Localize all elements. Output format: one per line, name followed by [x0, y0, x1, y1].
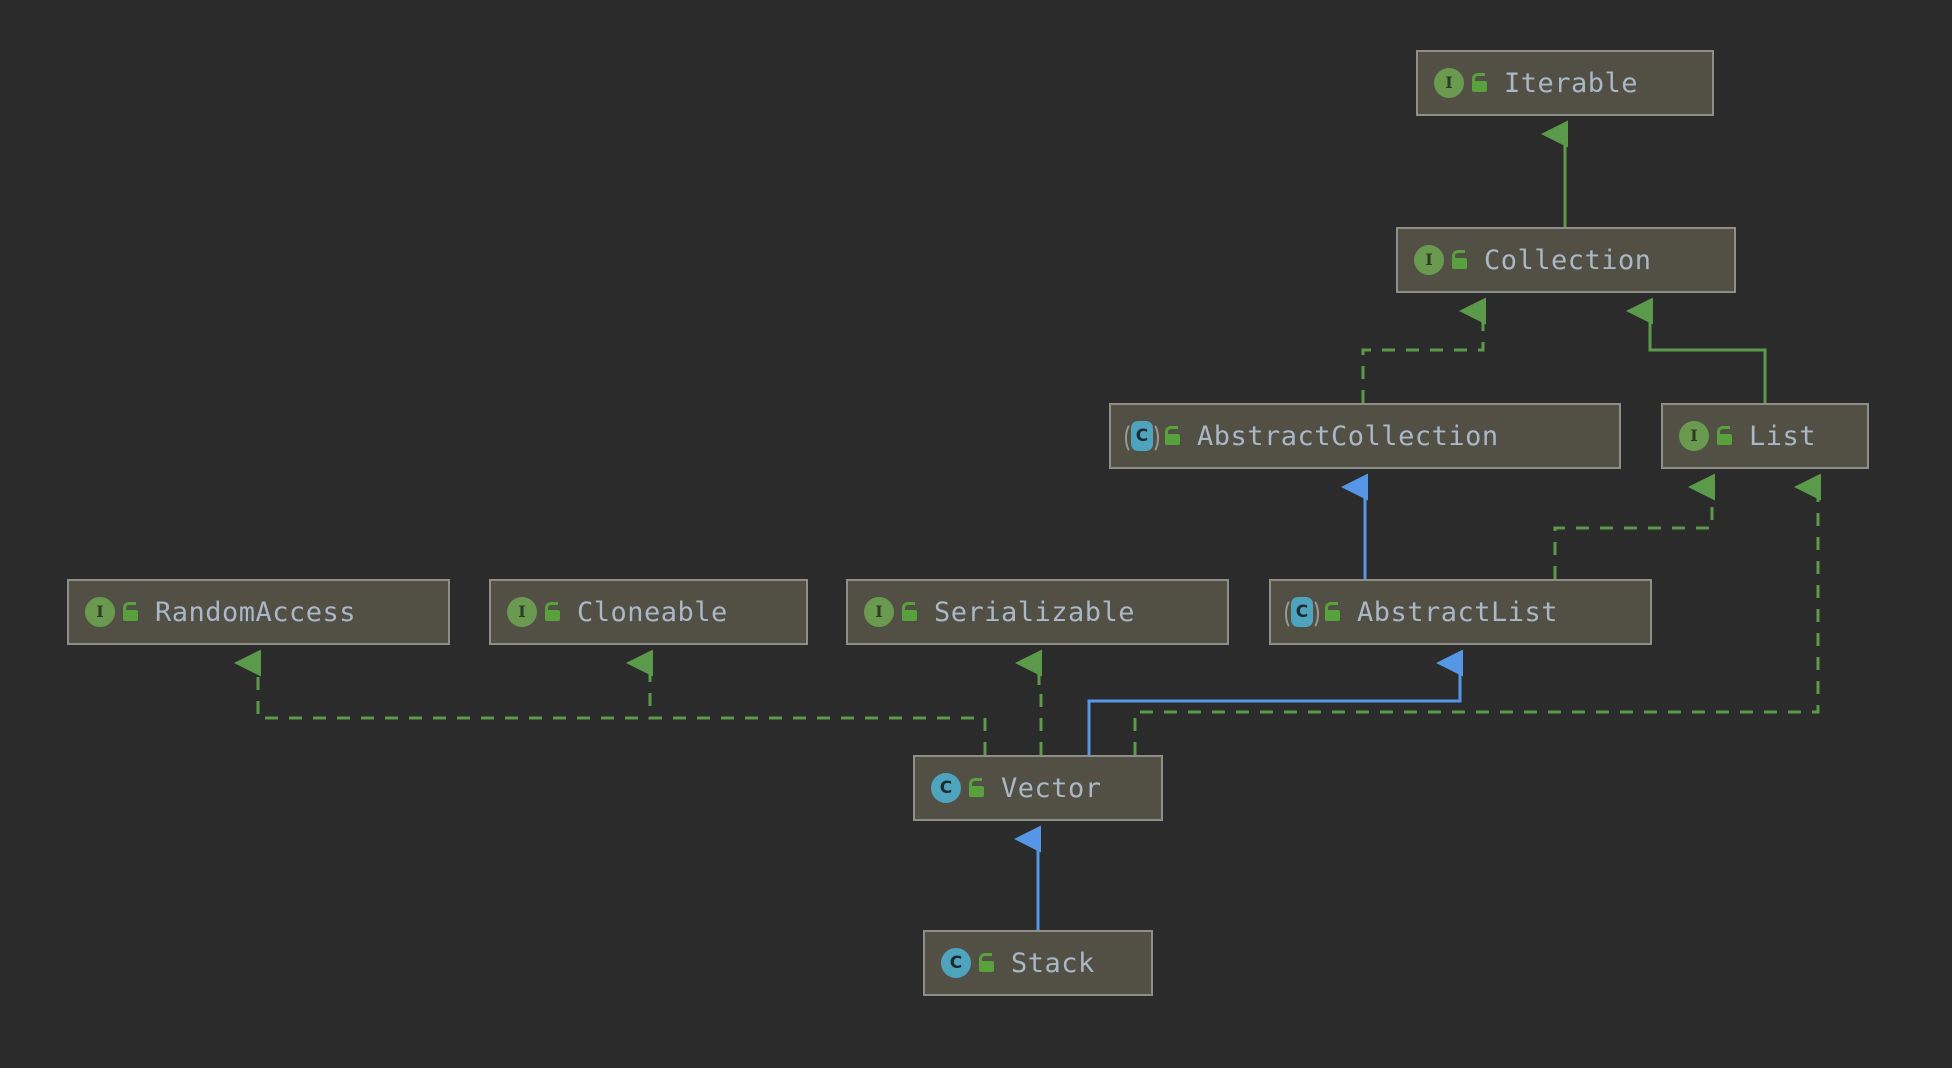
- uml-node-label: Serializable: [934, 596, 1136, 628]
- interface-icon: I: [505, 595, 539, 629]
- public-unlocked-padlock-icon: [1450, 249, 1470, 271]
- class-letter: C: [941, 948, 971, 978]
- padlock-shackle: [1325, 602, 1338, 615]
- uml-node-list[interactable]: I List: [1661, 403, 1869, 469]
- interface-letter: I: [1679, 421, 1709, 451]
- interface-icon: I: [1677, 419, 1711, 453]
- uml-node-label: Iterable: [1504, 67, 1639, 99]
- abstract-class-icon: C: [1125, 419, 1159, 454]
- uml-node-label: RandomAccess: [155, 596, 357, 628]
- padlock-shackle: [1452, 250, 1465, 263]
- abstract-arc-right-icon: [1303, 598, 1319, 630]
- padlock-body: [123, 610, 138, 621]
- interface-letter: I: [864, 597, 894, 627]
- uml-node-label: AbstractList: [1357, 596, 1559, 628]
- public-unlocked-padlock-icon: [543, 601, 563, 623]
- padlock-body: [902, 610, 917, 621]
- padlock-body: [969, 786, 984, 797]
- uml-node-label: Vector: [1001, 772, 1102, 804]
- uml-node-label: Stack: [1011, 947, 1095, 979]
- abstract-arc-left-icon: [1285, 598, 1301, 630]
- class-icon: C: [939, 946, 973, 980]
- padlock-shackle: [123, 602, 136, 615]
- padlock-shackle: [1717, 426, 1730, 439]
- uml-node-label: Collection: [1484, 244, 1652, 276]
- interface-icon: I: [1412, 243, 1446, 277]
- abstract-arc-right-icon: [1143, 422, 1159, 454]
- public-unlocked-padlock-icon: [121, 601, 141, 623]
- interface-letter: I: [507, 597, 537, 627]
- public-unlocked-padlock-icon: [1163, 425, 1183, 447]
- padlock-body: [545, 610, 560, 621]
- uml-node-random-access[interactable]: I RandomAccess: [67, 579, 450, 645]
- uml-node-label: Cloneable: [577, 596, 728, 628]
- public-unlocked-padlock-icon: [1470, 72, 1490, 94]
- padlock-body: [1472, 81, 1487, 92]
- public-unlocked-padlock-icon: [1715, 425, 1735, 447]
- padlock-body: [1325, 610, 1340, 621]
- uml-node-abstract-list[interactable]: C AbstractList: [1269, 579, 1652, 645]
- interface-icon: I: [862, 595, 896, 629]
- uml-node-label: AbstractCollection: [1197, 420, 1499, 452]
- interface-icon: I: [83, 595, 117, 629]
- abstract-arc-left-icon: [1125, 422, 1141, 454]
- padlock-shackle: [545, 602, 558, 615]
- uml-node-collection[interactable]: I Collection: [1396, 227, 1736, 293]
- uml-node-serializable[interactable]: I Serializable: [846, 579, 1229, 645]
- padlock-shackle: [1165, 426, 1178, 439]
- uml-node-iterable[interactable]: I Iterable: [1416, 50, 1714, 116]
- public-unlocked-padlock-icon: [1323, 601, 1343, 623]
- public-unlocked-padlock-icon: [900, 601, 920, 623]
- interface-letter: I: [85, 597, 115, 627]
- padlock-shackle: [1472, 73, 1485, 86]
- class-letter: C: [931, 773, 961, 803]
- padlock-shackle: [979, 953, 992, 966]
- uml-node-abstract-collection[interactable]: C AbstractCollection: [1109, 403, 1621, 469]
- abstract-class-icon: C: [1285, 595, 1319, 630]
- interface-letter: I: [1414, 245, 1444, 275]
- uml-node-vector[interactable]: C Vector: [913, 755, 1163, 821]
- uml-node-cloneable[interactable]: I Cloneable: [489, 579, 808, 645]
- uml-node-stack[interactable]: C Stack: [923, 930, 1153, 996]
- interface-letter: I: [1434, 68, 1464, 98]
- class-icon: C: [929, 771, 963, 805]
- uml-node-label: List: [1749, 420, 1817, 452]
- public-unlocked-padlock-icon: [967, 777, 987, 799]
- padlock-shackle: [902, 602, 915, 615]
- interface-icon: I: [1432, 66, 1466, 100]
- public-unlocked-padlock-icon: [977, 952, 997, 974]
- padlock-shackle: [969, 778, 982, 791]
- padlock-body: [979, 961, 994, 972]
- padlock-body: [1452, 258, 1467, 269]
- padlock-body: [1165, 434, 1180, 445]
- padlock-body: [1717, 434, 1732, 445]
